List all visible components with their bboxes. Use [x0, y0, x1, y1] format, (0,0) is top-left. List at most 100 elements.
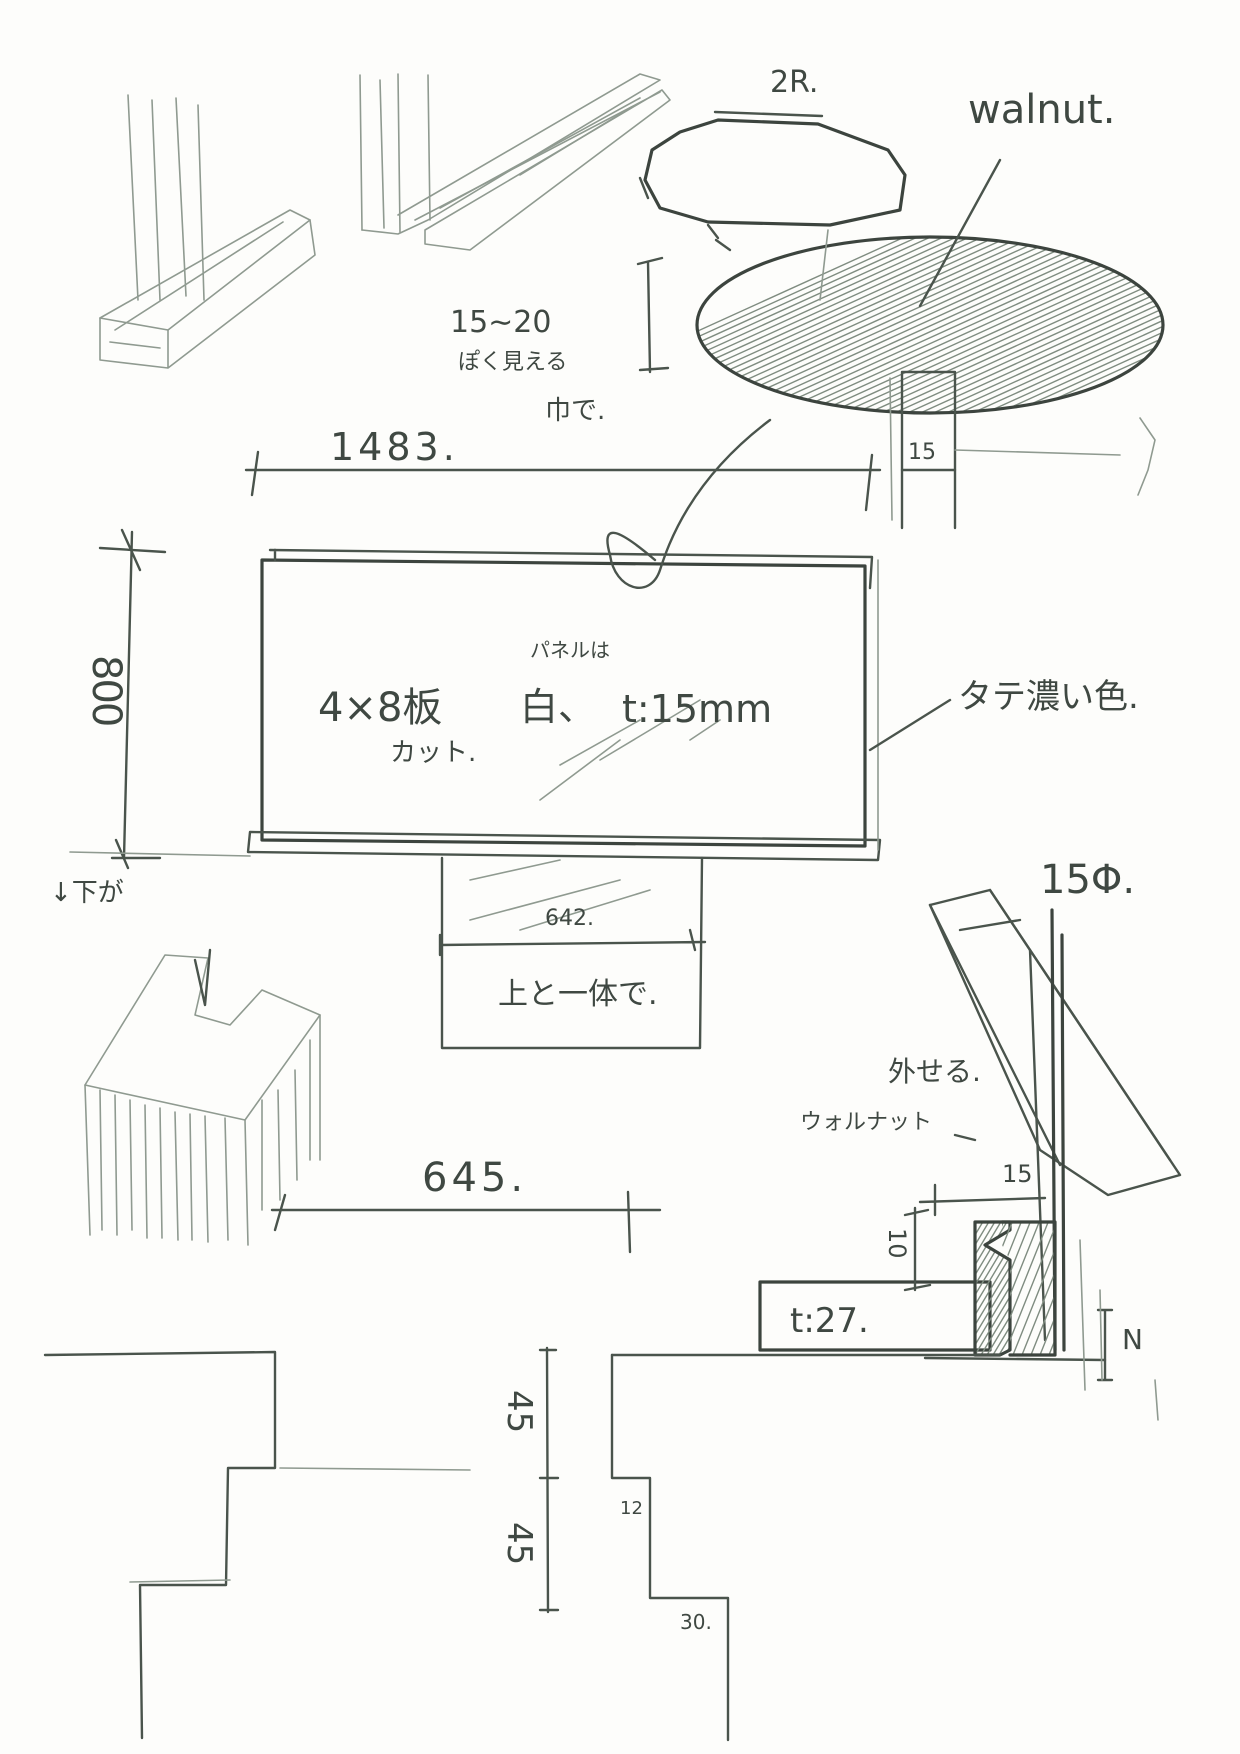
width-label-1483: 1483.	[330, 425, 459, 469]
walnut-hatch-line	[697, 237, 1034, 413]
radius-note: 2R.	[770, 65, 819, 100]
rail-joint-sketch	[359, 73, 671, 251]
profile-hatch-line	[975, 1222, 1010, 1355]
profile-hatch-line	[975, 1222, 998, 1355]
visible-width-dimension	[636, 256, 670, 374]
downward-note: ↓下が	[50, 878, 124, 908]
dimension-label-n: N	[1122, 1323, 1143, 1356]
walnut-hatch-line	[697, 237, 1060, 413]
slot-hatch-line	[939, 1218, 996, 1360]
profile-hatch-line	[975, 1222, 1010, 1355]
profile-hatch-line	[975, 1222, 992, 1355]
slot-hatch-line	[1002, 1222, 1015, 1355]
stair-profile-left	[43, 1350, 471, 1740]
corner-block-sketch	[84, 948, 321, 1246]
one-piece-note: 上と一体で.	[498, 977, 658, 1012]
walnut-hatch-line	[995, 237, 1163, 413]
walnut-hatch-line	[697, 237, 1086, 413]
profile-hatch-line	[975, 1222, 1010, 1355]
slot-hatch-line	[1002, 1222, 1024, 1355]
walnut-hatch-line	[1099, 237, 1163, 413]
profile-hatch-line	[977, 1222, 1010, 1355]
walnut-hatch-line	[956, 237, 1163, 413]
thickness-27-label: t:27.	[790, 1301, 869, 1341]
slot-hatch-line	[1019, 1222, 1055, 1355]
walnut-hatch-line	[1021, 237, 1163, 413]
joint-profile-detail	[758, 1133, 1159, 1421]
walnut-hatch-line	[800, 237, 1163, 413]
walnut-hatch-line	[697, 237, 1112, 413]
walnut-hatch-line	[787, 237, 1163, 413]
height-dimension-800	[69, 528, 251, 870]
dimension-label-645: 645.	[422, 1155, 528, 1201]
slot-hatch-line	[1002, 1222, 1051, 1355]
walnut-hatch-line	[697, 237, 917, 413]
profile-hatch-line	[983, 1222, 1010, 1355]
dimension-label-10: 10	[883, 1228, 911, 1259]
slot-hatch-line	[1010, 1222, 1055, 1355]
main-panel	[246, 418, 952, 862]
edge-octagon	[638, 110, 907, 227]
visible-width-note: 15∼20	[450, 305, 552, 340]
walnut-kana-note: ウォルナット	[800, 1110, 933, 1135]
panel-thickness-label: 15	[908, 440, 936, 465]
bottom-width-label: 642.	[545, 906, 594, 931]
slot-hatch-line	[1028, 1222, 1055, 1355]
slot-hatch-line	[1002, 1222, 1042, 1355]
stair-profile-right	[538, 1346, 1002, 1742]
vertical-dark-note: タテ濃い色.	[958, 677, 1139, 717]
walnut-ellipse	[695, 158, 1240, 420]
walnut-hatch-line	[697, 237, 1021, 413]
walnut-hatch-line	[697, 237, 969, 413]
walnut-hatch-line	[722, 237, 1138, 413]
visible-width-note-c: 巾で.	[545, 396, 606, 426]
walnut-hatch-line	[917, 237, 1163, 413]
panel-edge-section	[889, 370, 1156, 530]
walnut-hatch-line	[891, 237, 1163, 413]
walnut-hatch-line	[697, 237, 1008, 413]
walnut-hatch-line	[1112, 237, 1163, 413]
walnut-hatch-line	[697, 237, 956, 413]
walnut-hatch-line	[852, 237, 1163, 413]
lower-panel-642	[438, 856, 707, 1050]
step-label-45-lower: 45	[499, 1522, 539, 1566]
post-joint-sketch	[99, 94, 316, 369]
walnut-hatch-line	[697, 237, 1047, 413]
walnut-hatch-line	[969, 237, 1163, 413]
slot-hatch-line	[1037, 1222, 1055, 1355]
walnut-hatch-line	[904, 237, 1163, 413]
material-note: walnut.	[968, 87, 1116, 133]
walnut-hatch-line	[697, 237, 1073, 413]
profile-hatch-line	[989, 1222, 1010, 1355]
walnut-hatch-line	[697, 237, 982, 413]
walnut-hatch-line	[1138, 237, 1163, 413]
visible-width-note-b: ぽく見える	[458, 350, 568, 375]
profile-hatch-line	[975, 1222, 1010, 1355]
pole-sketch	[928, 888, 1182, 1352]
step-label-12: 12	[620, 1498, 643, 1519]
walnut-hatch-line	[697, 237, 995, 413]
walnut-hatch-line	[1165, 232, 1240, 420]
height-label-800: 800	[83, 655, 129, 726]
panel-label: 4×8板	[318, 685, 443, 731]
walnut-hatch-line	[697, 237, 943, 413]
walnut-hatch-line	[813, 237, 1163, 413]
walnut-hatch-line	[1008, 237, 1163, 413]
panel-white-note: 白、	[520, 685, 597, 729]
dimension-645	[270, 1190, 662, 1254]
walnut-hatch-line	[774, 237, 1163, 413]
walnut-hatch-line	[1151, 237, 1163, 413]
slot-hatch-line	[921, 1218, 978, 1360]
walnut-hatch-line	[826, 237, 1163, 413]
walnut-hatch-line	[1125, 237, 1163, 413]
walnut-hatch-line	[839, 237, 1163, 413]
profile-hatch-line	[975, 1222, 1010, 1355]
walnut-hatch-line	[697, 237, 930, 413]
slot-hatch-line	[912, 1218, 969, 1360]
walnut-hatch-line	[982, 237, 1163, 413]
removable-note: 外せる.	[888, 1055, 981, 1088]
slot-hatch-line	[1002, 1222, 1055, 1355]
panel-is-note: パネルは	[530, 638, 610, 662]
